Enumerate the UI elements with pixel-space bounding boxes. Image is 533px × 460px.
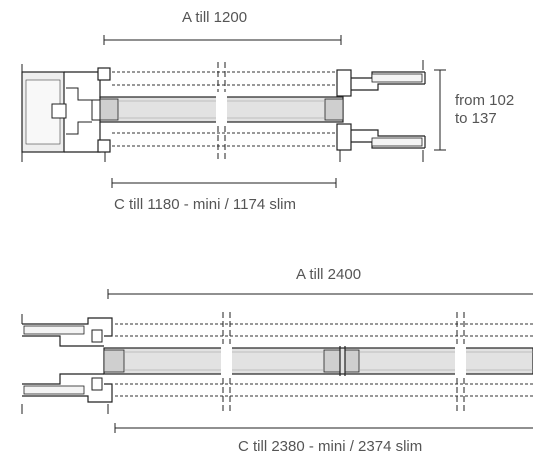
bottom-section: [21, 289, 533, 433]
bottom-break-marks: [221, 312, 466, 412]
top-height-dim-line: [434, 69, 446, 151]
top-height-label-line2: to 137: [455, 110, 497, 127]
top-dim-a-line: [103, 35, 342, 45]
top-left-frame-profile: [21, 64, 111, 162]
bottom-dim-c-line: [114, 423, 533, 433]
bottom-left-frame-profile: [21, 314, 113, 414]
top-dim-a-label: A till 1200: [182, 9, 248, 26]
top-break-marks: [216, 62, 227, 160]
top-right-frame-profile: [336, 60, 426, 162]
bottom-dim-a-label: A till 2400: [296, 266, 362, 283]
top-height-label-line1: from 102: [455, 92, 515, 109]
top-dashed-lines: [112, 71, 340, 147]
bottom-dim-c-label: C till 2380 - mini / 2374 slim: [238, 438, 423, 455]
top-dim-c-line: [111, 178, 337, 188]
top-dim-c-label: C till 1180 - mini / 1174 slim: [114, 196, 297, 213]
bottom-glass-panel: [103, 346, 533, 376]
bottom-dim-a-line: [107, 289, 533, 299]
top-section: [21, 35, 446, 188]
